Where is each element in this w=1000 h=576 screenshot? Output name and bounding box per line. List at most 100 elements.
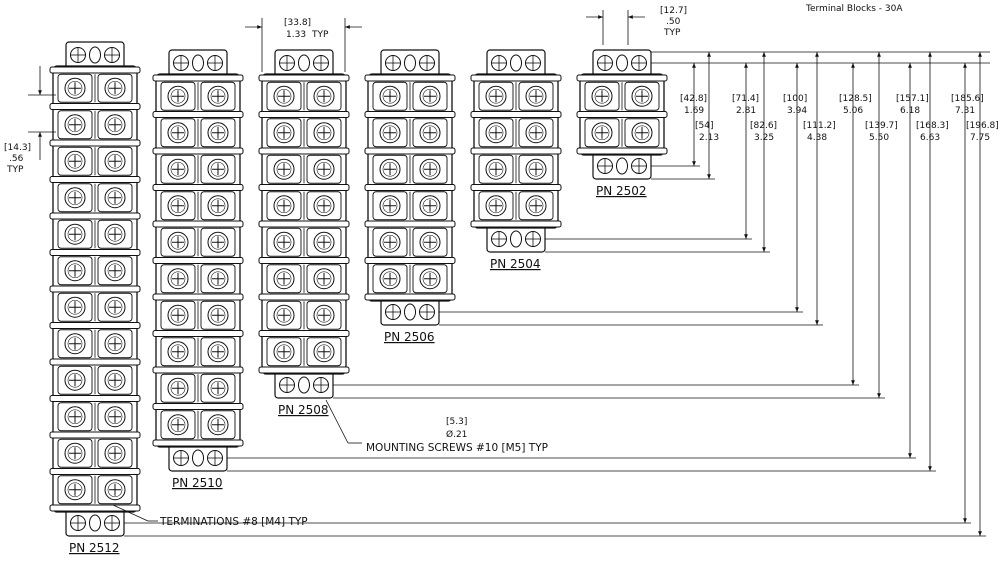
flange-dim-suffix: TYP	[663, 28, 681, 38]
dimension-leaders	[651, 51, 990, 64]
barrier	[49, 249, 141, 256]
overall-dim-mm: [82.6]	[750, 121, 777, 131]
barrier	[258, 111, 350, 118]
overall-dim-in: 7.75	[970, 133, 990, 143]
flange-dimension: [12.7] .50 TYP	[586, 6, 687, 45]
center-dim-in: 7.31	[955, 106, 975, 116]
barrier	[364, 293, 456, 301]
barrier	[49, 212, 141, 220]
barrier	[152, 293, 244, 301]
barrier	[470, 147, 562, 155]
barrier	[49, 395, 141, 402]
overall-dim-mm: [111.2]	[803, 121, 836, 131]
pitch-dim-in: 1.33	[286, 30, 306, 40]
length-dim-pn2512: [185.6]7.31[196.8]7.75	[124, 52, 999, 537]
barrier	[258, 184, 350, 191]
barrier	[49, 176, 141, 183]
slot-icon	[616, 157, 628, 175]
barrier	[258, 293, 350, 301]
slot-icon	[298, 376, 310, 394]
terminal-blocks: PN 2512 PN 2510 PN 2508 PN 2506 PN 2504 PN 25…	[49, 41, 668, 555]
center-dim-in: 2.81	[736, 106, 756, 116]
slot-icon	[298, 54, 310, 72]
slot-icon	[510, 230, 522, 248]
row-pitch-mm: [14.3]	[4, 143, 31, 153]
barrier	[576, 111, 668, 118]
barrier	[364, 74, 456, 82]
terminations-callout: TERMINATIONS #8 [M4] TYP	[112, 504, 308, 528]
barrier	[49, 358, 141, 366]
slot-icon	[89, 46, 101, 64]
barrier	[152, 330, 244, 337]
overall-dim-mm: [196.8]	[966, 121, 999, 131]
barrier	[49, 66, 141, 74]
barrier	[152, 439, 244, 447]
center-dim-in: 6.18	[900, 106, 920, 116]
flange-dim-in: .50	[666, 17, 681, 27]
barrier	[258, 147, 350, 155]
barrier	[49, 322, 141, 329]
barrier	[152, 403, 244, 410]
terminal-block-pn2510: PN 2510	[152, 49, 244, 490]
pitch-dim-suffix: TYP	[311, 30, 329, 40]
drawing-title: Terminal Blocks - 30A	[805, 4, 903, 14]
barrier	[364, 111, 456, 118]
part-number-label: PN 2502	[596, 184, 647, 198]
overall-dim-in: 4.38	[807, 133, 827, 143]
center-dim-in: 5.06	[843, 106, 863, 116]
barrier	[258, 330, 350, 337]
barrier	[152, 184, 244, 191]
barrier	[470, 184, 562, 191]
overall-dim-in: 6.63	[920, 133, 940, 143]
barrier	[152, 111, 244, 118]
mount-hole-in: Ø.21	[446, 429, 467, 440]
barrier	[364, 147, 456, 155]
barrier	[152, 220, 244, 228]
terminal-block-pn2512: PN 2512	[49, 41, 141, 555]
barrier	[49, 139, 141, 147]
length-dim-pn2506: [100] 3.94 [111.2] 4.38	[439, 52, 836, 326]
barrier	[258, 257, 350, 264]
flange-dim-mm: [12.7]	[660, 6, 687, 16]
length-dimensions: [42.8]1.69[54]2.13[71.4]2.81[82.6]3.25[1…	[124, 52, 999, 537]
length-dim-pn2502: [42.8]1.69[54]2.13	[651, 52, 719, 180]
barrier	[258, 366, 350, 374]
barrier	[49, 285, 141, 293]
overall-dim-in: 5.50	[869, 133, 889, 143]
barrier	[49, 103, 141, 110]
barrier	[470, 74, 562, 82]
center-dim-in: 3.94	[787, 106, 807, 116]
termination-note: TERMINATIONS #8 [M4] TYP	[159, 516, 308, 528]
center-dim-mm: [100]	[783, 94, 807, 104]
center-dim-mm: [71.4]	[732, 94, 759, 104]
barrier	[49, 431, 141, 439]
barrier	[364, 184, 456, 191]
slot-icon	[616, 54, 628, 72]
barrier	[152, 366, 244, 374]
mount-hole-mm: [5.3]	[446, 417, 467, 427]
length-dim-pn2504: [71.4]2.81[82.6]3.25	[545, 52, 777, 253]
mounting-callout: [5.3] Ø.21 MOUNTING SCREWS #10 [M5] TYP	[325, 399, 548, 454]
part-number-label: PN 2506	[384, 330, 435, 344]
center-dim-in: 1.69	[684, 106, 704, 116]
overall-dim-mm: [54]	[695, 121, 713, 131]
barrier	[49, 504, 141, 512]
pitch-dimension: [33.8] 1.33 TYP	[245, 18, 362, 72]
mounting-note: MOUNTING SCREWS #10 [M5] TYP	[366, 442, 548, 454]
barrier	[364, 220, 456, 228]
part-number-label: PN 2510	[172, 476, 223, 490]
terminal-block-pn2504: PN 2504	[470, 49, 562, 271]
barrier	[576, 74, 668, 82]
barrier	[258, 74, 350, 82]
part-number-label: PN 2504	[490, 257, 541, 271]
pitch-dim-mm: [33.8]	[284, 18, 311, 28]
center-dim-mm: [157.1]	[896, 94, 929, 104]
barrier	[364, 257, 456, 264]
barrier	[470, 220, 562, 228]
terminal-block-pn2508: PN 2508	[258, 49, 350, 417]
barrier	[152, 74, 244, 82]
slot-icon	[510, 54, 522, 72]
center-dim-mm: [42.8]	[680, 94, 707, 104]
barrier	[152, 257, 244, 264]
